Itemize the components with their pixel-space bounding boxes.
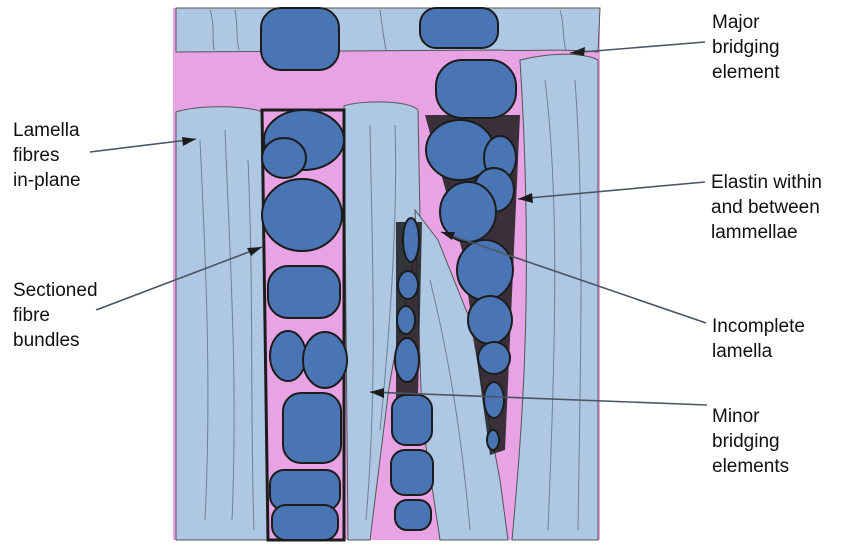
label-incomplete-lamella: Incomplete lamella (712, 314, 805, 364)
label-minor-bridging: Minor bridging elements (712, 404, 789, 479)
top-lamella-band (176, 8, 600, 52)
label-elastin: Elastin within and between lammellae (711, 170, 822, 245)
label-major-bridging: Major bridging element (712, 10, 780, 85)
left-lamella-band (176, 107, 268, 540)
label-sectioned-bundles: Sectioned fibre bundles (13, 278, 98, 353)
label-lamella-in-plane: Lamella fibres in-plane (13, 118, 81, 193)
